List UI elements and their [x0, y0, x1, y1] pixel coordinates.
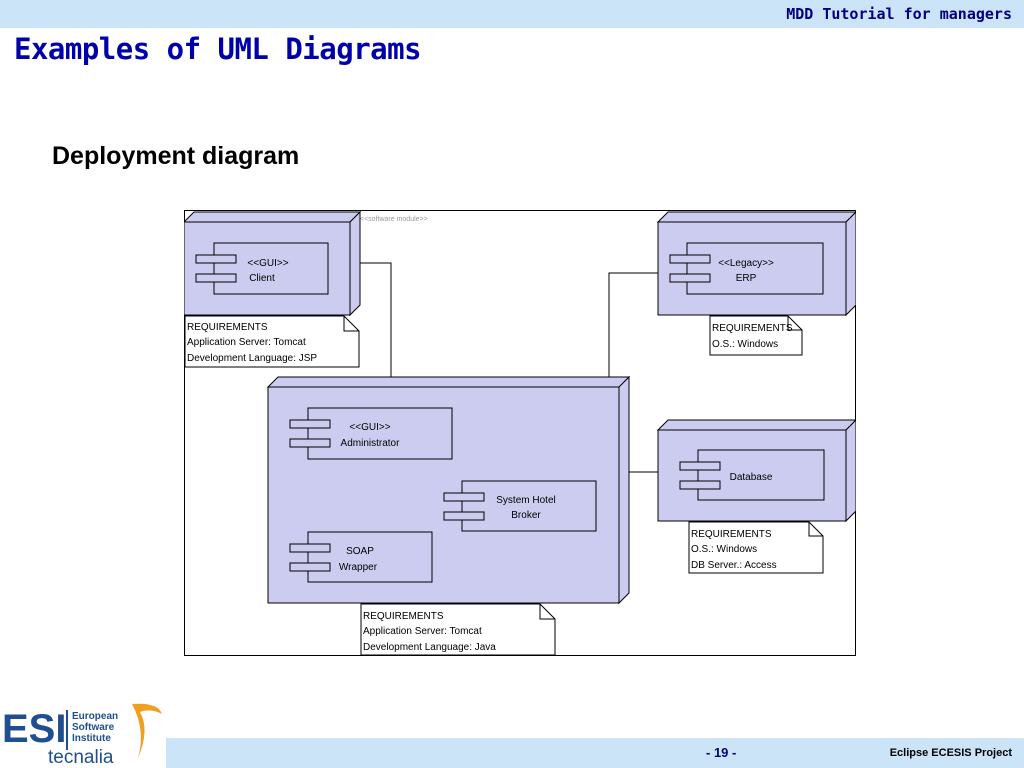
slide-title: Examples of UML Diagrams [14, 32, 422, 66]
note-database: REQUIREMENTS O.S.: Windows DB Server.: A… [688, 521, 824, 574]
svg-text:REQUIREMENTS O.S.: Windo: REQUIREMENTS O.S.: Windows DB Server.: A… [691, 529, 777, 571]
logo-line: Institute [72, 733, 111, 744]
node-database: Database [656, 419, 856, 523]
node-erp: <<Legacy>> ERP [656, 211, 856, 317]
component-broker: System Hotel Broker [443, 480, 597, 532]
soap-line1: SOAP [346, 546, 374, 557]
note-client-line: Application Server: Tomcat [187, 337, 306, 348]
client-name: Client [249, 273, 275, 284]
erp-stereotype: <<Legacy>> [718, 258, 774, 269]
slide-subtitle: Deployment diagram [52, 142, 300, 170]
logo-tecnalia: tecnalia [48, 747, 114, 768]
note-client-line: Development Language: JSP [187, 353, 317, 364]
note-server-line: REQUIREMENTS [363, 611, 444, 622]
administrator-name: Administrator [341, 438, 401, 449]
footer-project: Eclipse ECESIS Project [889, 747, 1012, 759]
frame-label: <<software module>> [360, 216, 428, 223]
note-server-line: Application Server: Tomcat [363, 626, 482, 637]
component-administrator: <<GUI>> Administrator [289, 407, 453, 460]
logo-swoosh-icon [132, 703, 162, 758]
note-client-line: REQUIREMENTS [187, 322, 268, 333]
header-title: MDD Tutorial for managers [786, 5, 1012, 23]
logo-esi: ESI [2, 707, 66, 751]
component-soap: SOAP Wrapper [289, 531, 433, 583]
connector-client [360, 262, 392, 378]
page-number: - 19 - [706, 745, 737, 760]
svg-text:European Software Inst: European Software Institute [72, 711, 121, 744]
node-server: <<GUI>> Administrator System Hotel Broke… [266, 375, 631, 605]
database-name: Database [730, 472, 773, 483]
note-client: REQUIREMENTS Application Server: Tomcat … [184, 315, 360, 368]
note-erp-line: REQUIREMENTS [712, 323, 793, 334]
broker-line2: Broker [511, 510, 541, 521]
erp-name: ERP [736, 273, 757, 284]
connector-erp [608, 272, 658, 378]
note-server: REQUIREMENTS Application Server: Tomcat … [360, 603, 556, 656]
note-database-line: REQUIREMENTS [691, 529, 772, 540]
logo-line: Software [72, 722, 115, 733]
node-client: <<GUI>> Client [184, 210, 362, 317]
soap-line2: Wrapper [339, 562, 378, 573]
client-stereotype: <<GUI>> [247, 258, 288, 269]
note-database-line: O.S.: Windows [691, 544, 757, 555]
note-database-line: DB Server.: Access [691, 560, 777, 571]
administrator-stereotype: <<GUI>> [349, 422, 390, 433]
svg-text:REQUIREMENTS O.S.: Windo: REQUIREMENTS O.S.: Windows [712, 323, 795, 350]
header-bar [0, 0, 1024, 28]
note-erp-line: O.S.: Windows [712, 339, 778, 350]
svg-text:REQUIREMENTS Application: REQUIREMENTS Application Server: Tomcat … [363, 611, 496, 653]
footer-bar [166, 738, 1024, 768]
note-erp: REQUIREMENTS O.S.: Windows [709, 315, 803, 356]
esi-tecnalia-logo: ESI European Software Institute tecnalia [2, 703, 162, 768]
logo-line: European [72, 711, 118, 722]
broker-line1: System Hotel [496, 495, 555, 506]
svg-text:REQUIREMENTS Application: REQUIREMENTS Application Server: Tomcat … [187, 322, 317, 364]
logo-divider [66, 710, 68, 750]
note-server-line: Development Language: Java [363, 642, 496, 653]
deployment-diagram: <<software module>> <<GUI>> Client REQUI… [184, 210, 856, 656]
